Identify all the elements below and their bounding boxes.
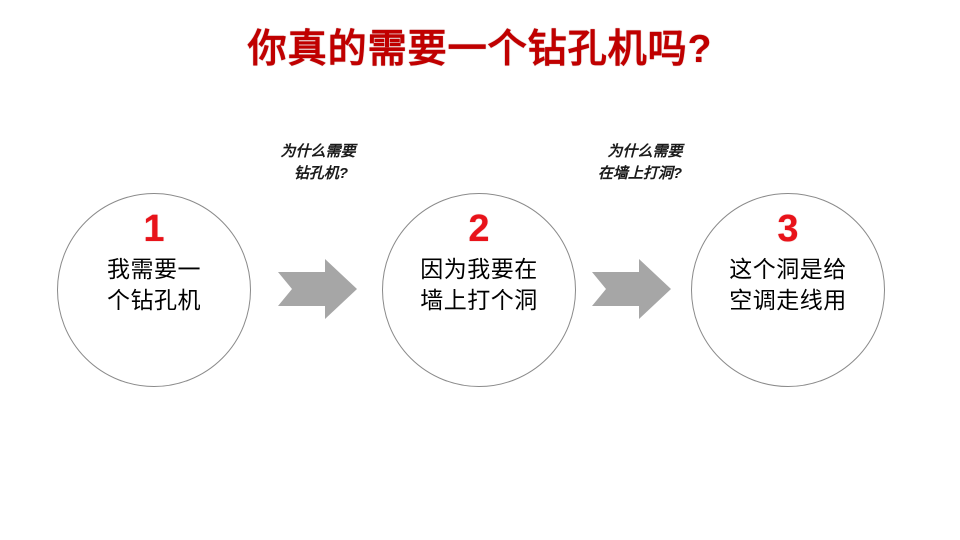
step-text-line: 个钻孔机 [107, 287, 201, 313]
step-circle-3[interactable]: 3 这个洞是给 空调走线用 [691, 193, 885, 387]
step-text-1: 我需要一 个钻孔机 [107, 254, 201, 316]
step-text-line: 这个洞是给 [729, 256, 847, 282]
step-text-3: 这个洞是给 空调走线用 [729, 254, 847, 316]
annotation-line: 为什么需要 [280, 143, 356, 160]
step-number-3: 3 [777, 208, 799, 250]
step-text-line: 空调走线用 [729, 287, 847, 313]
annotation-why-drill: 为什么需要 钻孔机? [243, 141, 393, 185]
arrow-right-block-icon [278, 258, 358, 320]
step-text-line: 因为我要在 [420, 256, 538, 282]
page-title: 你真的需要一个钻孔机吗? [247, 28, 713, 71]
step-text-line: 我需要一 [107, 256, 201, 282]
step-circle-1[interactable]: 1 我需要一 个钻孔机 [57, 193, 251, 387]
annotation-line: 为什么需要 [607, 143, 683, 160]
step-text-line: 墙上打个洞 [420, 287, 538, 313]
step-text-2: 因为我要在 墙上打个洞 [420, 254, 538, 316]
arrow-right-block-icon [592, 258, 672, 320]
step-number-1: 1 [143, 208, 165, 250]
annotation-why-hole: 为什么需要 在墙上打洞? [556, 141, 724, 185]
annotation-line: 在墙上打洞? [597, 165, 683, 182]
step-circle-2[interactable]: 2 因为我要在 墙上打个洞 [382, 193, 576, 387]
annotation-line: 钻孔机? [293, 165, 349, 182]
step-number-2: 2 [468, 208, 490, 250]
